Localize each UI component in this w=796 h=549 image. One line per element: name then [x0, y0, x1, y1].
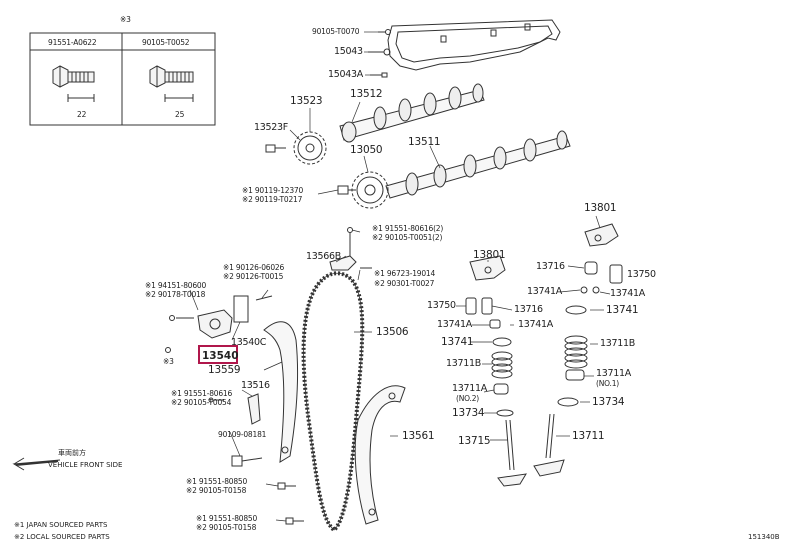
guide-plate-drawing — [208, 393, 261, 425]
label-13715: 13715 — [458, 435, 491, 447]
label-n2-90126-T0015: ※2 90126-T0015 — [223, 272, 284, 281]
label-n1-90126-06026: ※1 90126-06026 — [223, 263, 285, 272]
head-cover-gasket-drawing — [387, 19, 561, 71]
label-13711A-right: 13711A — [596, 368, 631, 379]
chain-tensioner-slipper-drawing — [263, 321, 299, 463]
timing-chain-drawing — [301, 271, 365, 533]
label-13750-right: 13750 — [627, 269, 656, 280]
label-15043: 15043 — [334, 46, 363, 57]
vehicle-front-en: VEHICLE FRONT SIDE — [48, 461, 123, 469]
label-no2: (NO.2) — [456, 394, 480, 403]
label-n2-90178-T0018: ※2 90178-T0018 — [145, 290, 206, 299]
long-bolt-drawing — [231, 455, 263, 467]
label-13711A-center: 13711A — [452, 383, 487, 394]
flange-bolt-22-drawing — [52, 65, 95, 102]
intake-valve-drawing — [533, 413, 565, 477]
label-n2-90105-T0158-b: ※2 90105-T0158 — [196, 523, 257, 532]
label-13741-right: 13741 — [606, 304, 639, 316]
label-13559: 13559 — [208, 364, 241, 376]
highlighted-part-callout[interactable]: 13540 — [198, 345, 239, 364]
label-13801-right: 13801 — [584, 202, 617, 214]
label-mark-3: ※3 — [163, 357, 174, 366]
label-90109-08181: 90109-08181 — [218, 430, 267, 439]
flange-bolt-25-drawing — [149, 65, 194, 102]
label-n1-91551-80616: ※1 91551-80616 — [171, 389, 233, 398]
lash-adjuster-right-drawing — [580, 261, 623, 294]
label-13566B: 13566B — [306, 251, 341, 262]
label-n1-94151-80600: ※1 94151-80600 — [145, 281, 207, 290]
inset-dim-2: 25 — [175, 110, 185, 119]
label-13741A-d: 13741A — [518, 319, 553, 330]
label-13523F: 13523F — [254, 122, 288, 133]
label-13540C: 13540C — [231, 337, 267, 348]
label-13801-center: 13801 — [473, 249, 506, 261]
label-13511: 13511 — [408, 136, 441, 148]
label-13741-center: 13741 — [441, 336, 474, 348]
label-13750-center: 13750 — [427, 300, 456, 311]
label-n1-91551-80850-a: ※1 91551-80850 — [186, 477, 248, 486]
camshaft-lower-drawing — [385, 130, 571, 199]
label-n2-90119-T0217: ※2 90119-T0217 — [242, 195, 303, 204]
exhaust-valve-drawing — [497, 419, 527, 487]
label-13516: 13516 — [241, 380, 270, 391]
label-n1-96723-19014: ※1 96723-19014 — [374, 269, 436, 278]
valve-spring-right-drawing — [557, 305, 588, 407]
label-n2-90105-T0158-a: ※2 90105-T0158 — [186, 486, 247, 495]
rocker-arm-right-drawing — [584, 223, 619, 247]
fastener-inset-table — [29, 32, 216, 126]
inset-mark: ※3 — [120, 15, 131, 24]
label-15043A: 15043A — [328, 69, 363, 80]
vehicle-front-cn: 車両前方 — [58, 449, 86, 457]
leader-lines — [189, 31, 611, 522]
label-n2-90105-T0054: ※2 90105-T0054 — [171, 398, 232, 407]
label-13711B-center: 13711B — [446, 358, 481, 369]
label-n2-90105-T0051-2: ※2 90105-T0051(2) — [372, 233, 443, 242]
label-n2-90301-T0027: ※2 90301-T0027 — [374, 279, 435, 288]
vehicle-front-arrow-icon — [12, 457, 61, 471]
camshaft-upper-drawing — [339, 83, 485, 143]
valve-spring-center-drawing — [491, 337, 514, 417]
legend-japan-sourced: ※1 JAPAN SOURCED PARTS — [14, 521, 108, 529]
lower-bolts-drawing — [277, 482, 304, 525]
label-13512: 13512 — [350, 88, 383, 100]
rocker-arm-center-drawing — [469, 255, 506, 281]
label-no1: (NO.1) — [596, 379, 620, 388]
label-90105-T0070: 90105-T0070 — [312, 27, 360, 36]
chain-damper-drawing — [354, 385, 406, 525]
label-13711: 13711 — [572, 430, 605, 442]
gasket-fasteners-drawing — [368, 29, 391, 78]
label-13523: 13523 — [290, 95, 323, 107]
label-13734-right: 13734 — [592, 396, 625, 408]
label-n1-91551-80850-b: ※1 91551-80850 — [196, 514, 258, 523]
callout-label-13540: 13540 — [202, 350, 239, 362]
label-13741A-b: 13741A — [610, 288, 645, 299]
label-13716-center: 13716 — [514, 304, 543, 315]
label-n1-90119-12370: ※1 90119-12370 — [242, 186, 304, 195]
diagram-id: 151340B — [748, 533, 780, 541]
vvt-gear-drawing — [337, 171, 389, 209]
inset-dim-1: 22 — [77, 110, 87, 119]
label-13716-right: 13716 — [536, 261, 565, 272]
label-13741A-a: 13741A — [527, 286, 562, 297]
label-13050: 13050 — [350, 144, 383, 156]
label-13741A-c: 13741A — [437, 319, 472, 330]
sprocket-bolt-drawing — [265, 144, 286, 153]
label-n1-91551-80616-2: ※1 91551-80616(2) — [372, 224, 444, 233]
inset-part-1: 91551-A0622 — [48, 38, 97, 47]
label-13734-center: 13734 — [452, 407, 485, 419]
chain-tensioner-drawing — [165, 295, 273, 353]
label-13561: 13561 — [402, 430, 435, 442]
chain-guide-upper-drawing — [329, 227, 372, 271]
label-13506: 13506 — [376, 326, 409, 338]
legend-local-sourced: ※2 LOCAL SOURCED PARTS — [14, 533, 110, 541]
label-13711B-right: 13711B — [600, 338, 635, 349]
inset-part-2: 90105-T0052 — [142, 38, 190, 47]
camshaft-sprocket-drawing — [293, 131, 327, 165]
